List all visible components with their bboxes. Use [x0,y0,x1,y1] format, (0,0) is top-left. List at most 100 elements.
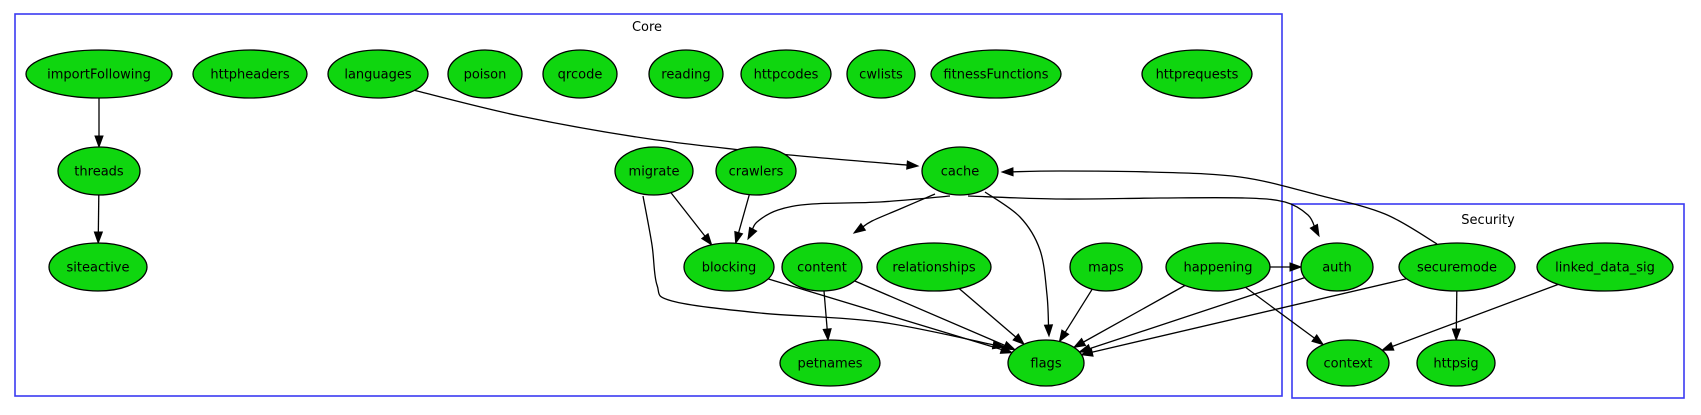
node-importFollowing-label: importFollowing [47,68,151,83]
node-languages-shape [327,49,429,99]
cluster-security-border [1291,203,1685,399]
node-context-shape [1306,339,1390,387]
node-httpsig-shape [1416,339,1496,387]
node-relationships-label: relationships [892,261,975,276]
edge-securemode-flags-arrowhead [1080,347,1094,357]
node-reading: reading [648,49,724,99]
node-blocking: blocking [683,242,775,292]
node-maps-shape [1069,242,1143,292]
node-httpcodes-shape [740,49,832,99]
node-cache: cache [921,146,999,196]
edge-cache-flags-arrowhead [1043,324,1054,338]
node-siteactive-shape [48,242,148,292]
node-securemode-label: securemode [1417,261,1497,276]
edge-cache-blocking [751,195,951,233]
node-cwlists-shape [846,49,916,99]
edge-migrate-blocking-arrowhead [700,232,713,246]
edge-linked_data_sig-context-arrowhead [1380,341,1395,351]
edge-securemode-httpsig-arrowhead [1451,328,1462,342]
node-securemode: securemode [1398,242,1516,292]
node-maps-label: maps [1088,261,1124,276]
nodes: importFollowing httpheaders languages poiso… [25,49,1674,387]
node-httpheaders: httpheaders [192,49,308,99]
node-threads: threads [57,146,141,196]
node-happening-shape [1165,242,1271,292]
edge-happening-flags-arrowhead [1072,337,1087,349]
node-cache-label: cache [941,165,980,180]
node-httprequests-label: httprequests [1156,68,1239,83]
node-flags: flags [1007,339,1085,387]
node-reading-label: reading [661,68,710,83]
node-httpheaders-label: httpheaders [210,68,289,83]
node-auth: auth [1300,242,1374,292]
node-qrcode: qrcode [542,49,618,99]
node-siteactive: siteactive [48,242,148,292]
cluster-core-label: Core [632,20,662,35]
edge-content-petnames-arrowhead [822,328,832,342]
edge-threads-siteactive-arrowhead [93,231,104,245]
node-crawlers-shape [715,146,797,196]
node-linked_data_sig-label: linked_data_sig [1555,261,1655,276]
node-importFollowing-shape [25,49,173,99]
node-httpcodes: httpcodes [740,49,832,99]
node-httpsig-label: httpsig [1433,357,1478,372]
node-httpcodes-label: httpcodes [754,68,819,83]
node-petnames-label: petnames [798,357,863,372]
node-siteactive-label: siteactive [67,261,130,276]
edge-securemode-httpsig [1455,290,1458,333]
edge-blocking-flags [767,278,1005,352]
edge-happening-flags [1080,284,1186,345]
node-auth-label: auth [1322,261,1352,276]
node-httpsig: httpsig [1416,339,1496,387]
node-content: content [781,242,863,292]
node-fitnessFunctions-shape [930,49,1062,99]
node-threads-label: threads [74,165,124,180]
node-cwlists: cwlists [846,49,916,99]
node-maps: maps [1069,242,1143,292]
edge-languages-cache [412,89,911,166]
edge-relationships-flags [958,288,1019,340]
edge-maps-flags [1063,288,1093,336]
node-qrcode-shape [542,49,618,99]
node-poison-shape [447,49,523,99]
edge-auth-flags [1086,276,1305,351]
edge-threads-siteactive [97,194,100,236]
node-migrate-shape [614,146,694,196]
edge-happening-auth-arrowhead [1289,262,1303,272]
node-petnames: petnames [779,339,881,387]
node-securemode-shape [1398,242,1516,292]
node-blocking-label: blocking [702,261,757,276]
node-languages-label: languages [344,68,412,83]
edge-cache-blocking-arrowhead [747,226,758,241]
node-blocking-shape [683,242,775,292]
edge-cache-content-arrowhead [852,222,867,234]
node-context: context [1306,339,1390,387]
edge-happening-context-arrowhead [1311,334,1325,346]
node-crawlers: crawlers [715,146,797,196]
node-petnames-shape [779,339,881,387]
cluster-core-border [14,13,1283,397]
node-languages: languages [327,49,429,99]
edge-crawlers-blocking [737,194,750,236]
edge-maps-flags-arrowhead [1058,329,1070,343]
edges [93,89,1559,357]
node-flags-shape [1007,339,1085,387]
edge-linked_data_sig-context [1389,283,1559,349]
node-httprequests: httprequests [1141,49,1253,99]
edge-content-flags [854,280,1008,348]
node-linked_data_sig: linked_data_sig [1536,242,1674,292]
edge-securemode-cache-arrowhead [1000,167,1014,177]
node-poison: poison [447,49,523,99]
node-migrate: migrate [614,146,694,196]
node-relationships-shape [876,242,992,292]
node-happening: happening [1165,242,1271,292]
edge-crawlers-blocking-arrowhead [734,230,744,245]
edge-content-flags-arrowhead [1002,340,1017,351]
node-migrate-label: migrate [629,165,680,180]
cluster-security-label: Security [1461,213,1515,228]
node-cache-shape [921,146,999,196]
edge-relationships-flags-arrowhead [1012,333,1026,346]
edge-importFollowing-threads-arrowhead [94,135,104,149]
